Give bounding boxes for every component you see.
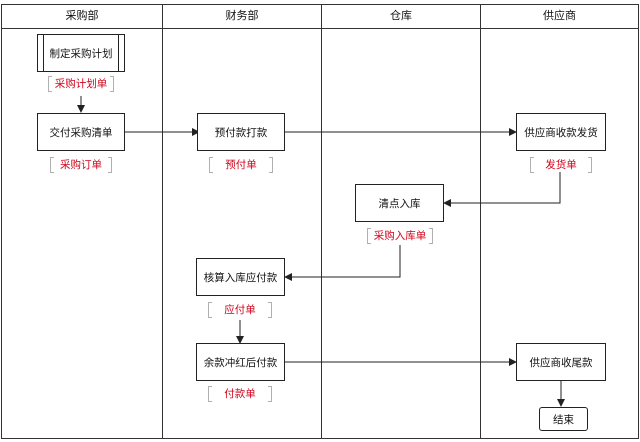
- doc-prepayment: 预付单: [209, 156, 273, 174]
- node-prepay-label: 预付款打款: [214, 126, 268, 139]
- node-end-label: 结束: [553, 413, 574, 426]
- node-make-plan: 制定采购计划: [37, 34, 125, 72]
- node-end: 结束: [539, 407, 588, 431]
- doc-payment: 付款单: [208, 385, 272, 403]
- lane-header-finance: 财务部: [225, 9, 259, 22]
- node-deliver-list-label: 交付采购清单: [49, 126, 113, 139]
- doc-payable: 应付单: [208, 301, 272, 319]
- node-supplier-final: 供应商收尾款: [516, 343, 606, 381]
- node-supplier-ship-label: 供应商收款发货: [524, 126, 598, 139]
- node-calc-payable-label: 核算入库应付款: [203, 271, 278, 284]
- node-stock-in: 清点入库: [355, 184, 444, 222]
- node-deliver-list: 交付采购清单: [37, 113, 125, 151]
- lane-header-warehouse: 仓库: [390, 9, 412, 22]
- node-prepay: 预付款打款: [197, 113, 285, 151]
- doc-purchase-order: 采购订单: [50, 156, 112, 174]
- node-supplier-ship: 供应商收款发货: [516, 113, 606, 151]
- node-balance-pay-label: 余款冲红后付款: [203, 356, 278, 369]
- doc-delivery-note: 发货单: [530, 156, 592, 174]
- arrow-stockin-to-payable: [284, 245, 401, 281]
- doc-stock-in-receipt: 采购入库单: [367, 227, 433, 245]
- lane-header-purchasing: 采购部: [65, 9, 99, 22]
- node-balance-pay: 余款冲红后付款: [196, 343, 285, 381]
- lane-header-supplier: 供应商: [543, 9, 576, 22]
- diagram-frame: [1, 4, 639, 439]
- node-stock-in-label: 清点入库: [378, 197, 421, 210]
- node-supplier-final-label: 供应商收尾款: [529, 356, 593, 369]
- node-calc-payable: 核算入库应付款: [196, 258, 285, 296]
- doc-purchase-plan: 采购计划单: [48, 75, 114, 93]
- node-make-plan-label: 制定采购计划: [49, 47, 113, 60]
- arrow-ship-to-stockin: [443, 172, 561, 207]
